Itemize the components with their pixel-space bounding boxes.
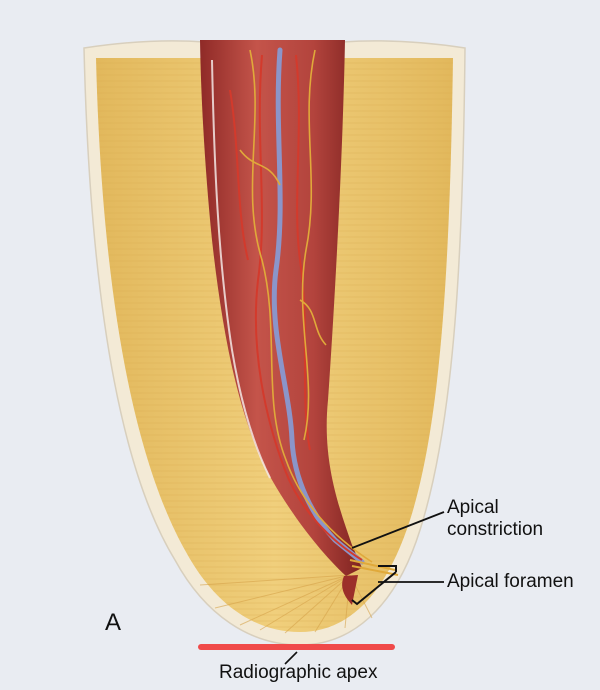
radiographic-apex-label: Radiographic apex bbox=[219, 662, 378, 683]
radiographic-apex-bar bbox=[198, 644, 395, 650]
apical-constriction-label-line2: constriction bbox=[447, 519, 544, 540]
apical-foramen-label: Apical foramen bbox=[447, 571, 574, 592]
constriction-leader-line bbox=[351, 511, 445, 549]
exiting-vessels bbox=[349, 559, 399, 576]
apical-constriction-label: Apical constriction bbox=[447, 497, 587, 541]
pulp-tissue bbox=[200, 40, 362, 576]
vein bbox=[271, 47, 365, 565]
radiographic-apex-leader bbox=[284, 651, 298, 665]
nerves bbox=[239, 49, 373, 563]
panel-letter: A bbox=[105, 609, 122, 636]
apical-constriction-label-line1: Apical bbox=[447, 497, 499, 518]
apical-foramen-tissue bbox=[342, 575, 358, 605]
pulp-highlight bbox=[211, 59, 271, 479]
arteries bbox=[229, 54, 363, 561]
